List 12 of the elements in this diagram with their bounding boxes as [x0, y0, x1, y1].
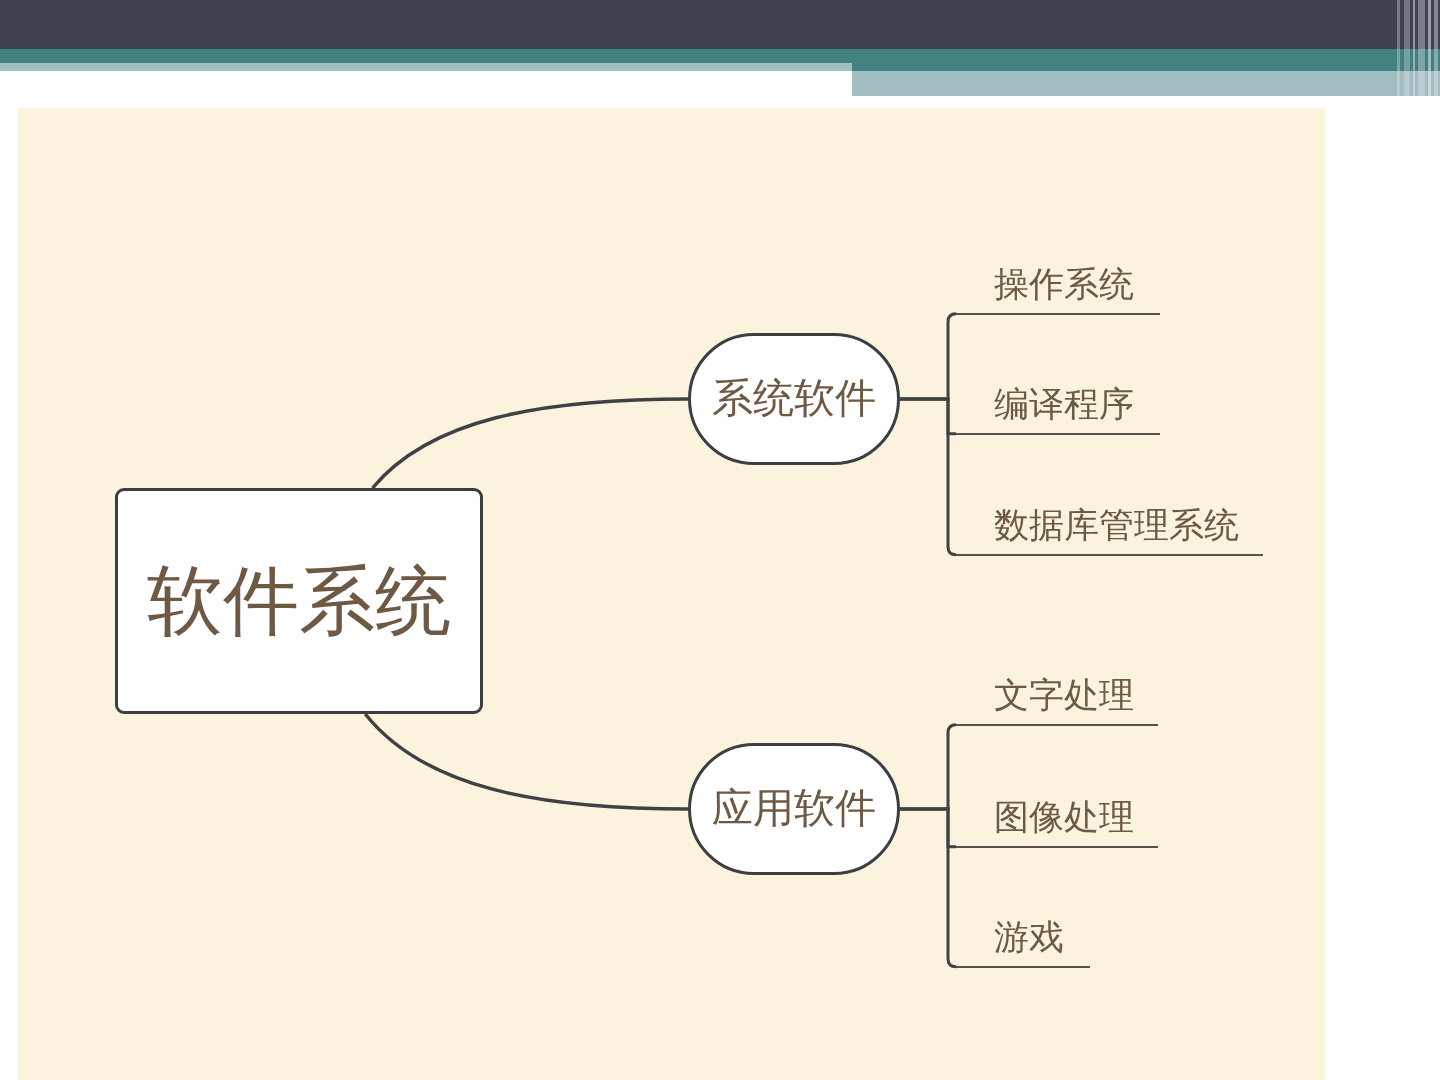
topic-text: 文字处理: [994, 674, 1134, 715]
topic-text: 数据库管理系统: [994, 504, 1239, 545]
topic-text: 操作系统: [994, 263, 1134, 304]
topic-text: 图像处理: [994, 796, 1134, 837]
topic-text: 编译程序: [994, 383, 1134, 424]
topic-text: 游戏: [994, 916, 1064, 957]
topic-text: 系统软件: [712, 375, 876, 423]
central-topic-box: [115, 488, 483, 714]
connector-line: [363, 712, 689, 811]
topic-text: 应用软件: [712, 785, 876, 833]
connector-line: [371, 397, 688, 490]
topic-text: 软件系统: [147, 557, 451, 645]
